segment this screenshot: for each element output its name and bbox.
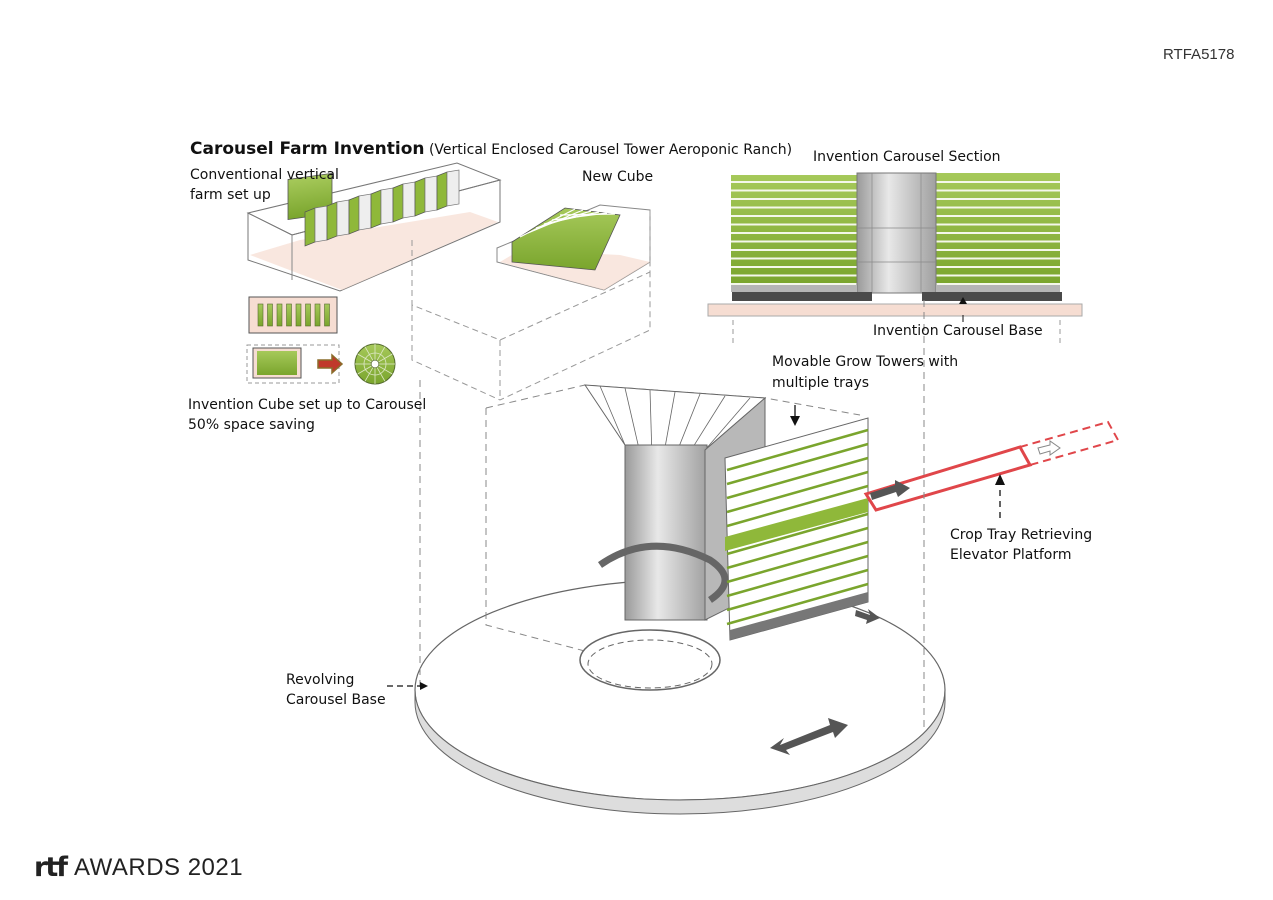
label-crop-tray-line2: Elevator Platform <box>950 547 1072 563</box>
grow-tray <box>726 512 869 556</box>
grow-tray <box>726 526 869 570</box>
plan-conventional <box>248 296 338 334</box>
grow-tray <box>726 582 869 626</box>
grow-rack <box>436 171 448 211</box>
rtf-logo-mark: rtf <box>34 852 68 883</box>
grow-tray <box>726 470 869 514</box>
title-main: Carousel Farm Invention <box>190 139 425 159</box>
grow-rack <box>348 195 360 235</box>
label-conventional-line2: farm set up <box>190 187 271 203</box>
grow-tray <box>726 540 869 584</box>
grow-tray <box>726 568 869 612</box>
plan-rack <box>286 303 292 327</box>
plan-rack <box>257 303 264 327</box>
grow-rack-side <box>402 181 416 219</box>
carousel-spoke <box>378 353 393 363</box>
label-conventional-line1: Conventional vertical <box>190 167 339 183</box>
document-code: RTFA5178 <box>1163 46 1235 63</box>
core-facet <box>704 397 751 451</box>
rtf-awards-logo: rtf AWARDS 2021 <box>34 852 243 883</box>
label-cube-to-carousel-line2: 50% space saving <box>188 417 315 433</box>
core-facet <box>624 387 639 446</box>
core-facet <box>664 391 676 448</box>
label-grow-towers-line2: multiple trays <box>772 375 870 391</box>
grow-rack <box>392 183 404 223</box>
plan-cube-to-carousel <box>246 343 396 385</box>
plan-rack <box>267 303 273 327</box>
carousel-isometric-illustration <box>387 300 1120 815</box>
grow-tray <box>726 554 869 598</box>
label-revolving-line2: Carousel Base <box>286 692 386 708</box>
grow-tray <box>726 428 869 472</box>
carousel-spoke <box>364 367 374 382</box>
core-facet <box>599 385 626 446</box>
label-carousel-base: Invention Carousel Base <box>873 323 1043 339</box>
grow-rack-side <box>358 193 372 231</box>
grow-rack-side <box>446 169 460 207</box>
grow-tray <box>726 456 869 500</box>
conventional-farm-illustration <box>246 162 502 292</box>
carousel-spoke <box>364 346 374 361</box>
grow-rack <box>370 189 382 229</box>
label-new-cube: New Cube <box>582 169 654 185</box>
carousel-section-illustration <box>707 172 1083 345</box>
plan-rack <box>305 303 311 327</box>
grow-rack <box>326 201 338 241</box>
core-facet <box>691 395 726 450</box>
plan-rack <box>314 303 321 327</box>
diagram-title: Carousel Farm Invention (Vertical Enclos… <box>190 139 792 160</box>
carousel-spoke <box>378 365 393 375</box>
awards-label: AWARDS 2021 <box>73 853 244 881</box>
plan-rack <box>276 303 283 327</box>
label-grow-towers-line1: Movable Grow Towers with <box>772 354 959 370</box>
grow-rack <box>414 177 426 217</box>
title-subtitle: (Vertical Enclosed Carousel Tower Aeropo… <box>428 142 793 158</box>
core-facet <box>649 389 653 447</box>
grow-rack-side <box>314 205 328 243</box>
plan-rack <box>324 303 330 327</box>
carousel-spoke <box>376 346 386 361</box>
carousel-spoke <box>357 353 372 363</box>
carousel-spoke <box>357 365 372 375</box>
new-cube-illustration <box>411 204 651 401</box>
core-facet <box>677 393 701 449</box>
grow-rack-side <box>336 199 350 237</box>
label-cube-to-carousel-line1: Invention Cube set up to Carousel <box>188 397 427 413</box>
carousel-spoke <box>376 367 386 382</box>
grow-rack <box>304 207 316 247</box>
label-section-title: Invention Carousel Section <box>813 149 1001 165</box>
grow-tray <box>726 484 869 528</box>
grow-rack-side <box>380 187 394 225</box>
plan-rack <box>295 303 302 327</box>
grow-rack-side <box>424 175 438 213</box>
label-revolving-line1: Revolving <box>286 672 355 688</box>
label-crop-tray-line1: Crop Tray Retrieving <box>950 527 1093 543</box>
grow-tray <box>726 442 869 486</box>
